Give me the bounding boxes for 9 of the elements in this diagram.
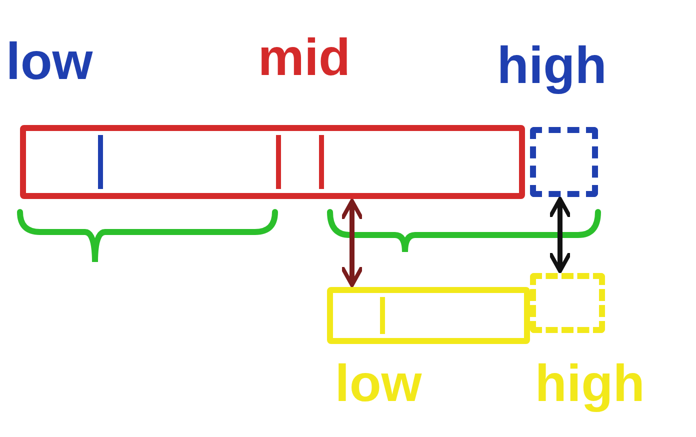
pointer-label: low: [6, 36, 93, 88]
pointer-label: high: [497, 40, 607, 92]
pointer-label: low: [335, 358, 422, 410]
bar: [327, 287, 530, 344]
bar: [20, 125, 525, 199]
pointer-label: high: [535, 358, 645, 410]
pointer-label: mid: [258, 32, 350, 84]
dashed-box: [530, 127, 598, 197]
dashed-box: [530, 273, 605, 333]
